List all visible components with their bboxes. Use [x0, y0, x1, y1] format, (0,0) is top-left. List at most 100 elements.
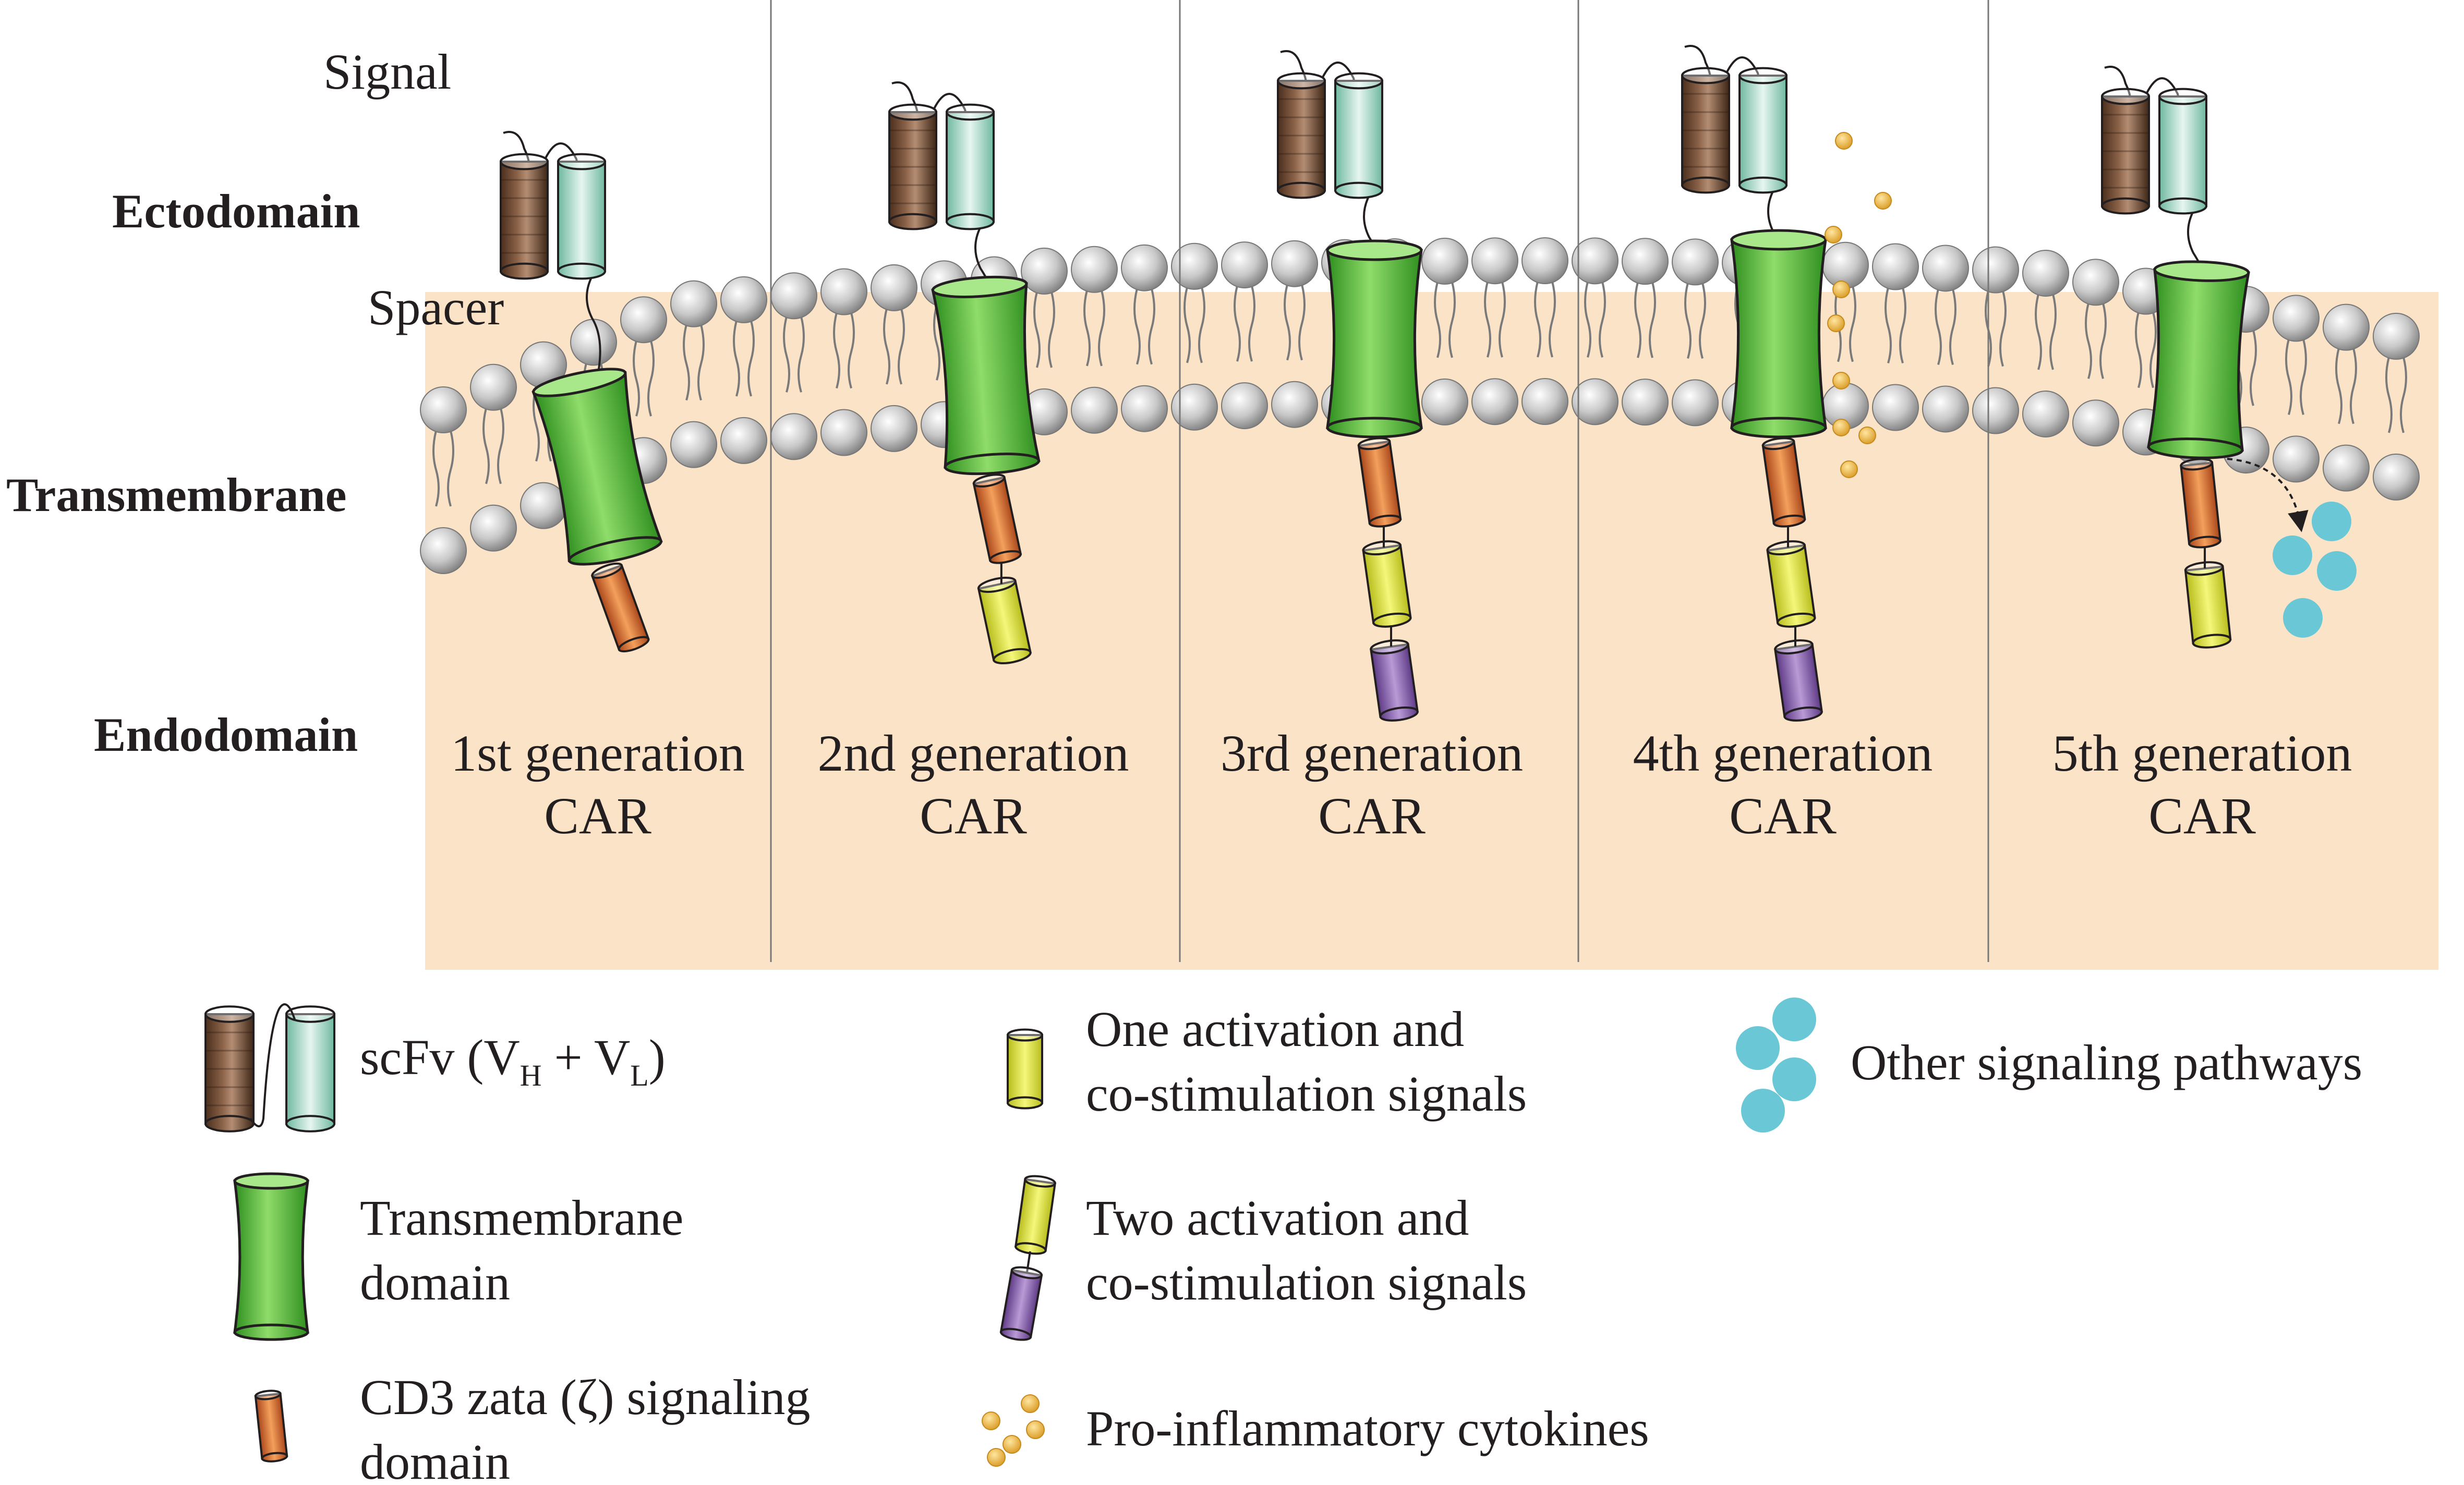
- lipid-head-inner: [1872, 384, 1919, 431]
- lipid-tail: [1935, 288, 1942, 366]
- lipid-tail: [1899, 287, 1906, 364]
- cd3-zeta-domain: [590, 562, 650, 653]
- lipid-head-inner: [2273, 435, 2320, 483]
- lipid-head-outer: [1622, 238, 1669, 285]
- lipid-head-outer: [1271, 240, 1318, 287]
- cytokine-dot: [1832, 372, 1850, 389]
- legend-transmembrane-icon: [233, 1172, 309, 1341]
- lipid-head-outer: [2273, 295, 2320, 342]
- lipid-tail: [1298, 284, 1306, 361]
- lipid-head-outer: [1672, 238, 1719, 286]
- cytokine-dot: [1825, 226, 1842, 244]
- lipid-head-inner: [871, 405, 917, 452]
- legend-cytokines: Pro-inflammatory cytokines: [1086, 1401, 1649, 1456]
- lipid-tail: [1584, 281, 1591, 358]
- legend-two-1: Two activation and: [1086, 1190, 1469, 1246]
- lipid-tail: [1885, 287, 1892, 364]
- lipid-tail: [683, 324, 690, 401]
- lipid-tail: [1849, 286, 1856, 362]
- gen1-title: 1st generation: [451, 724, 745, 782]
- lipid-tail: [1599, 281, 1606, 358]
- cytokine-dot: [1874, 192, 1892, 210]
- lipid-head-inner: [770, 413, 817, 460]
- lipid-head-outer: [2072, 259, 2119, 306]
- lipid-tail: [1434, 282, 1441, 358]
- lipid-tail: [1148, 288, 1155, 365]
- costim-signal-two: [1370, 639, 1419, 722]
- scfv-light-chain: [557, 153, 606, 280]
- lipid-tail: [933, 304, 940, 381]
- lipid-head-outer: [720, 276, 767, 323]
- lipid-tail: [1083, 290, 1091, 367]
- cytokine-dot: [1832, 281, 1850, 298]
- lipid-tail: [1198, 287, 1205, 363]
- legend-cytokine-icon: [1021, 1394, 1040, 1413]
- lipid-tail: [833, 312, 840, 389]
- lipid-tail: [497, 408, 504, 484]
- lipid-tail: [1699, 282, 1706, 359]
- lipid-head-outer: [871, 264, 917, 311]
- car-gen-3: [1277, 50, 1423, 722]
- lipid-head-inner: [1572, 378, 1618, 425]
- legend-cytokine-icon: [1026, 1420, 1045, 1439]
- spacer-line: [586, 276, 601, 379]
- lipid-head-outer: [1872, 243, 1919, 290]
- lipid-head-inner: [1521, 378, 1568, 425]
- legend-pathway-icon: [1741, 1089, 1785, 1133]
- lipid-tail: [883, 308, 890, 385]
- endodomain-label: Endodomain: [94, 708, 358, 761]
- legend-cd3-1: CD3 zata (ζ) signaling: [360, 1369, 811, 1425]
- cd3-zeta-domain: [972, 473, 1022, 564]
- car-gen-1: [500, 131, 663, 653]
- cd3-zeta-domain: [1761, 437, 1806, 528]
- lipid-head-outer: [1221, 241, 1268, 289]
- lipid-tail: [2250, 330, 2257, 406]
- lipid-head-inner: [2072, 399, 2119, 447]
- gen5-car: CAR: [2148, 787, 2256, 845]
- legend-two-yellow-icon: [1014, 1175, 1057, 1255]
- lipid-tail: [848, 312, 855, 389]
- lipid-head-outer: [1922, 245, 1969, 292]
- gen5-title: 5th generation: [2052, 724, 2352, 782]
- lipid-head-outer: [1972, 246, 2019, 294]
- panel-dividers: [770, 0, 1989, 962]
- lipid-tail: [2400, 357, 2407, 433]
- costim-signal-one: [977, 577, 1032, 664]
- legend-pathway-icon: [1772, 1057, 1816, 1101]
- legend-scfv: scFv (VH + VL): [360, 1029, 666, 1092]
- lipid-head-inner: [1071, 386, 1118, 434]
- lipid-tail: [633, 340, 640, 417]
- lipid-tail: [1949, 288, 1956, 366]
- car-gen-5: [2101, 66, 2250, 649]
- lipid-tail: [2350, 348, 2357, 424]
- legend-cytokine-icon: [987, 1448, 1006, 1467]
- lipid-head-outer: [670, 280, 717, 327]
- lipid-head-inner: [1972, 387, 2019, 434]
- legend-linker-icon: [249, 1003, 296, 1127]
- lipid-tail: [747, 320, 755, 397]
- lipid-tail: [1534, 281, 1541, 358]
- legend-one-1: One activation and: [1086, 1001, 1464, 1057]
- scfv-heavy-chain: [1681, 67, 1730, 194]
- lipid-tail: [1048, 291, 1055, 368]
- legend-pathway-icon: [1736, 1026, 1780, 1070]
- lipid-head-outer: [1822, 241, 1869, 289]
- lipid-head-outer: [1121, 244, 1168, 291]
- lipid-head-outer: [1572, 237, 1618, 285]
- lipid-head-inner: [1121, 385, 1168, 432]
- lipid-head-outer: [570, 319, 617, 366]
- lipid-tail: [2149, 312, 2157, 388]
- gen4-title: 4th generation: [1633, 724, 1933, 782]
- lipid-tail: [2035, 294, 2042, 370]
- lipid-tail: [2099, 302, 2107, 379]
- lipid-tail: [898, 308, 905, 385]
- lipid-head-outer: [620, 296, 667, 344]
- lipid-head-outer: [1021, 247, 1068, 295]
- scfv-heavy-chain: [888, 103, 937, 230]
- legend-cytokine-icon: [982, 1411, 1000, 1430]
- legend-transmembrane-2: domain: [360, 1255, 510, 1310]
- lipid-tail: [1448, 282, 1456, 358]
- legend-cytokine-icon: [1002, 1435, 1021, 1454]
- costim-signal-two: [1774, 639, 1823, 722]
